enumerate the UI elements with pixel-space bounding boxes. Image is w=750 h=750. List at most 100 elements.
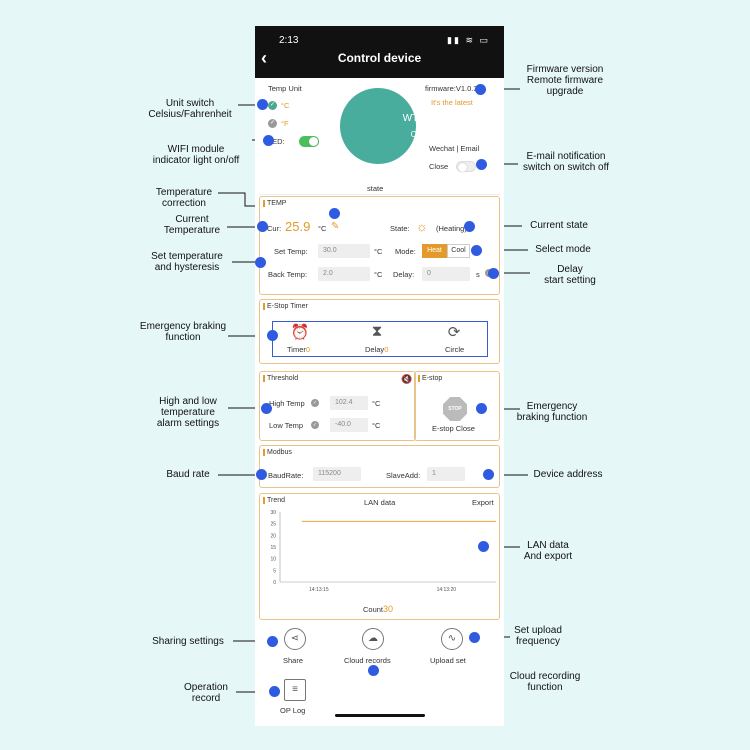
estop-timer-section: E-Stop Timer ⏰ Timer0 ⧗ Delay0 ⟳ Circle	[259, 299, 500, 364]
alarm-clock-icon[interactable]: ⏰	[290, 324, 310, 341]
annotation-dot	[483, 469, 494, 480]
timer-value: 0	[305, 345, 311, 354]
y-tick-label: 10	[270, 557, 276, 563]
low-temp-check-icon[interactable]: ✓	[311, 421, 319, 429]
toggle-knob	[458, 163, 467, 172]
count-value: 30	[383, 604, 394, 614]
annotation-dot	[464, 221, 475, 232]
annotation-current-state: Current state	[530, 220, 588, 231]
annotation-dot	[267, 330, 278, 341]
annotation-dot	[267, 636, 278, 647]
annotation-sharing: Sharing settings	[152, 636, 224, 647]
firmware-status: It's the latest	[431, 98, 473, 107]
modbus-title: Modbus	[263, 449, 292, 456]
header-bar: 2:13 ▮▮ ≋ ▭ ‹ Control device	[255, 26, 504, 78]
delay-option-label[interactable]: Delay0	[365, 345, 388, 354]
baudrate-input[interactable]: 115200	[313, 467, 361, 481]
annotation-dot	[476, 403, 487, 414]
baudrate-label: BaudRate:	[268, 471, 304, 480]
annotation-device-address: Device address	[533, 469, 603, 480]
annotation-select-mode: Select mode	[535, 244, 591, 255]
wechat-email-tabs[interactable]: Wechat | Email	[429, 144, 480, 153]
y-tick-label: 20	[270, 533, 276, 539]
cloud-icon[interactable]: ☁	[362, 628, 384, 650]
device-status-circle[interactable]: WT02 On ✎	[340, 88, 429, 164]
threshold-title: Threshold	[263, 375, 298, 382]
stop-sign-icon[interactable]: STOP	[443, 397, 467, 421]
delay-text: Delay	[365, 345, 385, 354]
slave-address-input[interactable]: 1	[427, 467, 465, 481]
state-label: State:	[390, 224, 410, 233]
back-button[interactable]: ‹	[261, 48, 267, 68]
share-label[interactable]: Share	[283, 656, 304, 665]
low-temp-label: Low Temp	[269, 421, 304, 430]
back-temp-label: Back Temp:	[268, 270, 308, 279]
mute-icon[interactable]: 🔇	[401, 374, 413, 384]
status-time: 2:13	[279, 35, 299, 46]
celsius-label: °C	[281, 101, 290, 110]
temp-correction-icon[interactable]: ✎	[331, 221, 340, 232]
back-temp-input[interactable]: 2.0	[318, 267, 370, 281]
annotation-dot	[255, 257, 266, 268]
modbus-section: Modbus BaudRate: 115200 SlaveAdd: 1	[259, 445, 500, 488]
low-temp-input[interactable]: -40.0	[330, 418, 368, 432]
op-log-label[interactable]: OP Log	[280, 706, 306, 715]
sun-icon: ☼	[416, 219, 428, 234]
device-status: On	[410, 130, 422, 139]
lan-data-link[interactable]: LAN data	[364, 498, 396, 507]
heat-mode-button[interactable]: Heat	[422, 244, 447, 258]
close-label: Close	[429, 162, 449, 171]
document-icon[interactable]: ≡	[284, 679, 306, 701]
estop-timer-title: E-Stop Timer	[263, 303, 308, 310]
set-temp-label: Set Temp:	[274, 247, 308, 256]
y-tick-label: 25	[270, 522, 276, 528]
y-tick-label: 5	[273, 568, 276, 574]
y-tick-label: 30	[270, 510, 276, 516]
upload-set-label[interactable]: Upload set	[430, 656, 466, 665]
state-value: (Heating)	[436, 224, 467, 233]
pulse-icon[interactable]: ∿	[441, 628, 463, 650]
hourglass-icon[interactable]: ⧗	[371, 323, 383, 340]
circle-label[interactable]: Circle	[445, 345, 465, 354]
firmware-version[interactable]: firmware:V1.0.3	[425, 84, 478, 93]
fahrenheit-radio[interactable]: ✓	[268, 119, 277, 128]
celsius-radio[interactable]: ✓	[268, 101, 277, 110]
email-toggle[interactable]	[456, 161, 476, 172]
set-temp-input[interactable]: 30.0	[318, 244, 370, 258]
current-temp-value: 25.9	[285, 219, 311, 234]
annotation-dot	[488, 268, 499, 279]
state-label: state	[367, 184, 384, 193]
cool-mode-button[interactable]: Cool	[447, 244, 470, 258]
estop-section: E-stop E-stop Close	[414, 371, 500, 441]
temp-unit-label: Temp Unit	[268, 84, 302, 93]
annotation-dot	[257, 221, 268, 232]
led-toggle[interactable]	[299, 136, 319, 147]
share-icon[interactable]: ⋖	[284, 628, 306, 650]
cur-label: Cur:	[267, 224, 282, 233]
trend-title: Trend	[263, 497, 285, 504]
temp-section: TEMP Cur: 25.9 °C ✎ State: ☼ (Heating) S…	[259, 196, 500, 295]
high-temp-input[interactable]: 102.4	[330, 396, 368, 410]
timer-label[interactable]: Timer0	[287, 345, 310, 354]
cloud-records-label[interactable]: Cloud records	[344, 656, 391, 665]
high-temp-check-icon[interactable]: ✓	[311, 399, 319, 407]
y-tick-label: 15	[270, 545, 276, 551]
delay-input[interactable]: 0	[422, 267, 470, 281]
back-temp-unit: °C	[374, 270, 383, 279]
circle-arrows-icon[interactable]: ⟳	[447, 324, 461, 341]
estop-title: E-stop	[418, 375, 442, 382]
export-button[interactable]: Export	[472, 498, 494, 507]
current-temp-unit: °C	[318, 224, 327, 233]
edit-icon[interactable]: ✎	[413, 144, 419, 151]
low-temp-unit: °C	[372, 421, 381, 430]
annotation-dot	[476, 159, 487, 170]
